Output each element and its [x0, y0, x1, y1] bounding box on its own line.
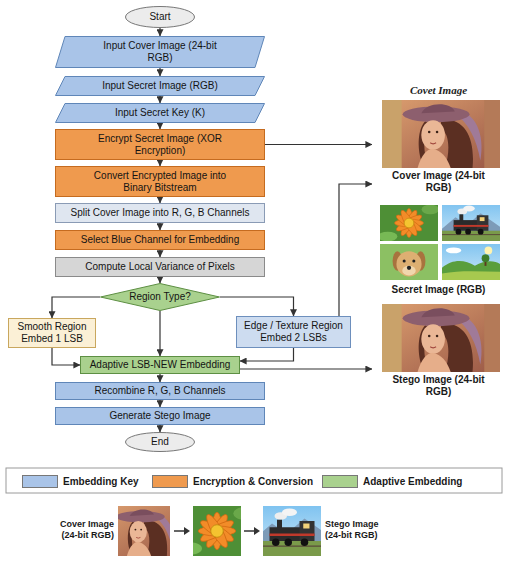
- flow-arrow: [339, 184, 372, 316]
- process-box: Convert Encrypted Image into Binary Bits…: [55, 166, 265, 197]
- legend-frame: [6, 468, 502, 493]
- box-label: Input Cover Image (24-bit RGB): [100, 40, 220, 64]
- box-label: Start: [149, 11, 170, 23]
- box-label: Smooth Region Embed 1 LSB: [15, 321, 89, 345]
- process-box: Select Blue Channel for Embedding: [55, 230, 265, 250]
- strip-arrowhead: [184, 527, 190, 535]
- stego-image-picture: [255, 506, 330, 556]
- secret-image-picture: [378, 204, 439, 243]
- image-caption: Stego Image (24-bit RGB): [387, 374, 491, 398]
- flow-arrow: [240, 348, 294, 361]
- box-label: Generate Stego Image: [109, 410, 210, 422]
- secret-image-picture: [380, 243, 438, 282]
- input-parallelogram: Input Cover Image (24-bit RGB): [55, 36, 265, 68]
- flow-arrow: [159, 311, 160, 356]
- flow-arrow: [159, 250, 160, 257]
- flow-arrow: [265, 144, 372, 145]
- strip-arrow: [244, 530, 254, 532]
- secret-image-picture: [442, 243, 500, 282]
- process-box: Edge / Texture Region Embed 2 LSBs: [236, 316, 351, 348]
- legend-swatch: [152, 475, 188, 488]
- flow-arrow: [159, 425, 160, 432]
- box-label: Recombine R, G, B Channels: [94, 385, 225, 397]
- process-box: Smooth Region Embed 1 LSB: [8, 318, 96, 348]
- flow-arrow: [159, 374, 160, 382]
- stego-image-picture: [382, 304, 500, 373]
- process-box: Recombine R, G, B Channels: [55, 382, 265, 400]
- box-label: Edge / Texture Region Embed 2 LSBs: [243, 320, 344, 344]
- box-label: Convert Encrypted Image into Binary Bits…: [90, 170, 230, 194]
- legend-text: Embedding Key: [63, 476, 139, 487]
- strip-arrowhead: [254, 527, 260, 535]
- cover-image-picture: [382, 100, 500, 169]
- start-terminal: Start: [125, 6, 195, 28]
- box-label: Input Secret Image (RGB): [102, 80, 218, 92]
- legend-swatch: [322, 475, 358, 488]
- secret-image-picture: [442, 204, 500, 243]
- legend-text: Encryption & Conversion: [193, 476, 313, 487]
- image-panel: Covet ImageCover Image (24-bit RGB): [372, 84, 505, 198]
- end-terminal: End: [125, 432, 195, 452]
- box-label: Input Secret Key (K): [115, 107, 205, 119]
- flow-arrow: [159, 277, 160, 283]
- secret-image-picture: [177, 506, 256, 556]
- flow-arrow: [240, 368, 372, 369]
- process-box: Compute Local Variance of Pixels: [55, 257, 265, 277]
- input-parallelogram: Input Secret Key (K): [55, 103, 265, 123]
- decision-diamond: Region Type?: [100, 283, 220, 311]
- legend-item: Adaptive Embedding: [322, 475, 462, 488]
- flow-arrow: [159, 68, 160, 76]
- panel-heading: Covet Image: [372, 84, 505, 97]
- legend-swatch: [22, 475, 58, 488]
- process-box: Split Cover Image into R, G, B Channels: [55, 203, 265, 223]
- flow-arrow: [159, 223, 160, 230]
- box-label: Adaptive LSB-NEW Embedding: [90, 359, 231, 371]
- strip-label: Stego Image (24-bit RGB): [325, 519, 389, 541]
- box-label: End: [151, 436, 169, 448]
- flow-arrow: [52, 348, 80, 365]
- process-box: Encrypt Secret Image (XOR Encryption): [55, 129, 265, 160]
- strip-arrow: [174, 530, 184, 532]
- image-panel: Secret Image (RGB): [372, 202, 505, 300]
- box-label: Split Cover Image into R, G, B Channels: [71, 207, 250, 219]
- strip-label: Cover Image (24-bit RGB): [50, 519, 114, 541]
- process-box: Generate Stego Image: [55, 407, 265, 425]
- flow-arrow: [159, 400, 160, 407]
- flow-arrow: [220, 297, 294, 316]
- image-caption: Cover Image (24-bit RGB): [387, 170, 491, 194]
- box-label: Region Type?: [129, 291, 191, 303]
- flow-arrow: [52, 297, 100, 318]
- box-label: Select Blue Channel for Embedding: [81, 234, 239, 246]
- legend-text: Adaptive Embedding: [363, 476, 462, 487]
- flow-arrow: [159, 96, 160, 103]
- image-caption: Secret Image (RGB): [387, 284, 491, 296]
- image-panel: Stego Image (24-bit RGB): [372, 302, 505, 402]
- box-label: Encrypt Secret Image (XOR Encryption): [95, 133, 225, 157]
- legend-item: Encryption & Conversion: [152, 475, 313, 488]
- process-box: Adaptive LSB-NEW Embedding: [80, 356, 240, 374]
- input-parallelogram: Input Secret Image (RGB): [55, 76, 265, 96]
- box-label: Compute Local Variance of Pixels: [85, 261, 234, 273]
- flow-arrow: [159, 28, 160, 36]
- legend-item: Embedding Key: [22, 475, 139, 488]
